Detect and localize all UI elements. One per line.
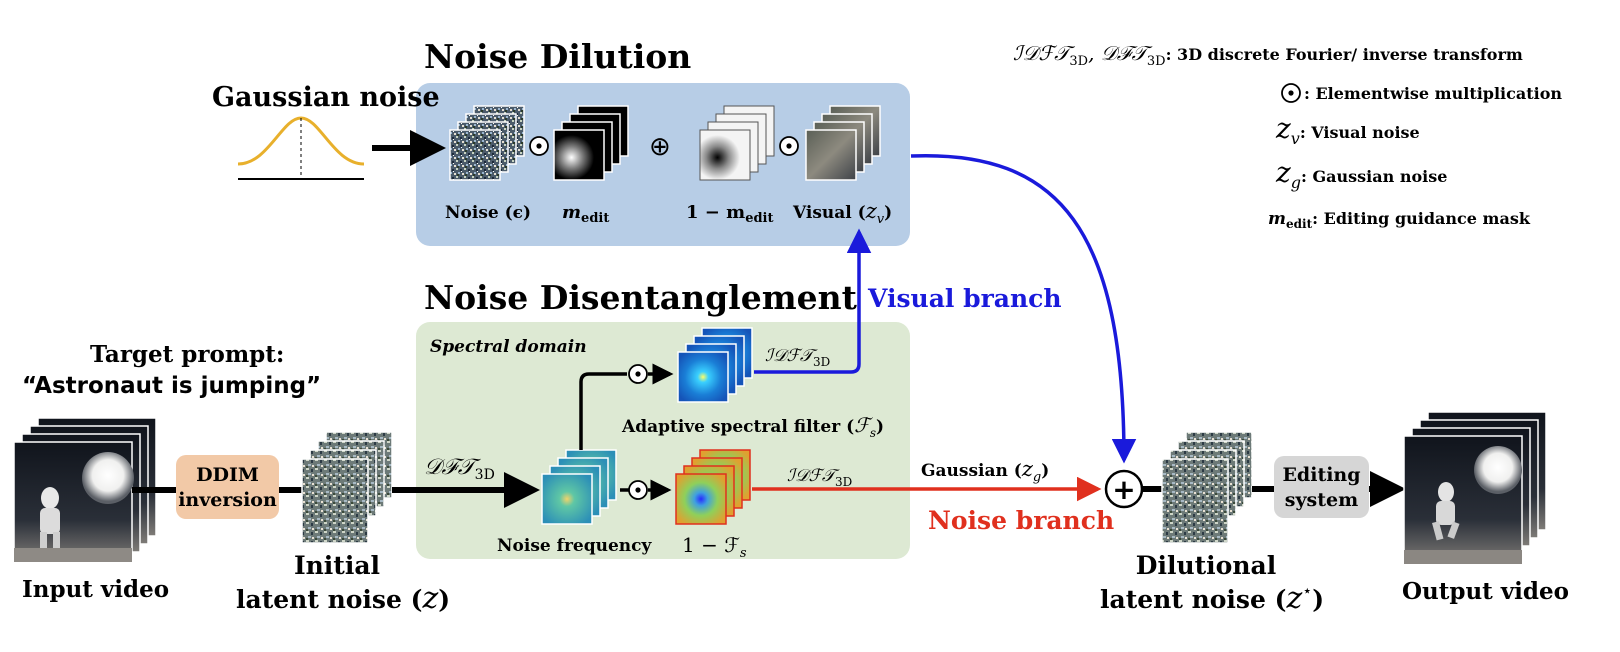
output-video-label: Output video [1402,578,1569,605]
noise-frequency-stack [541,449,617,525]
noise-epsilon-label: Noise (ϵ) [445,203,531,223]
inverse-filter-stack [675,449,751,525]
noise-stack [449,105,525,181]
idft-noise-label: ℐ𝒟ℱ𝒯3D [787,466,852,489]
legend-editing-mask: medit: Editing guidance mask [1268,209,1531,231]
input-video-stack [13,417,157,563]
noise-dilution-title: Noise Dilution [424,37,691,76]
gaussian-zg-label: Gaussian (zg) [921,457,1049,485]
ddim-label-line2: inversion [178,489,277,511]
initial-latent-label-line1: Initial [294,551,380,580]
dilutional-label-line1: Dilutional [1136,551,1276,580]
editing-label-line1: Editing [1282,464,1360,486]
noise-disentanglement-title: Noise Disentanglement [424,278,858,317]
adaptive-filter-label: Adaptive spectral filter (ℱs) [621,413,884,440]
visual-branch-up-arrow [754,228,872,374]
noise-branch-label: Noise branch [928,506,1114,535]
one-minus-mask-label: 1 − medit [686,202,774,226]
visual-stack [805,105,881,181]
dilutional-label-line2: latent noise (z⋆) [1100,581,1324,616]
legend-elementwise: : Elementwise multiplication [1304,84,1562,103]
editing-system-box [1274,456,1369,518]
visual-branch-label: Visual branch [867,284,1062,313]
target-prompt-label: Target prompt: [90,341,284,368]
adaptive-filter-stack [677,327,753,403]
gaussian-noise-label: Gaussian noise [212,82,440,113]
target-prompt-text: “Astronaut is jumping” [22,373,321,399]
visual-to-sum-arrow [910,153,1137,464]
noise-dilution-panel [416,83,910,246]
mask-stack [553,105,629,181]
sum-plus-symbol: + [1112,473,1135,506]
one-minus-filter-label: 1 − ℱs [682,533,747,561]
editing-label-line2: system [1285,489,1358,511]
ddim-inversion-box [176,455,279,519]
initial-latent-label-line2: latent noise (z) [236,581,450,616]
mask-edit-label: medit [562,202,609,226]
dft-3d-label: 𝒟ℱ𝒯3D [424,455,495,483]
noise-disentanglement-panel [416,322,910,559]
input-video-label: Input video [22,576,169,603]
visual-zv-label: Visual (zv) [792,199,892,227]
inverse-mask-stack [699,105,775,181]
idft-visual-label: ℐ𝒟ℱ𝒯3D [765,346,830,369]
oplus-operator: ⊕ [649,132,671,162]
noise-frequency-label: Noise frequency [497,536,653,556]
legend-gaussian-noise: zg: Gaussian noise [1275,156,1447,192]
legend-transform: ℐ𝒟ℱ𝒯3D, 𝒟ℱ𝒯3D: 3D discrete Fourier/ inve… [1013,41,1523,69]
output-video-stack [1403,411,1547,565]
ddim-label-line1: DDIM [196,464,259,486]
legend-visual-noise: zv: Visual noise [1275,112,1420,148]
dilutional-latent-stack [1161,431,1253,544]
spectral-domain-label: Spectral domain [430,337,587,357]
initial-latent-stack [301,431,393,544]
freq-to-filter-connector [579,372,627,450]
